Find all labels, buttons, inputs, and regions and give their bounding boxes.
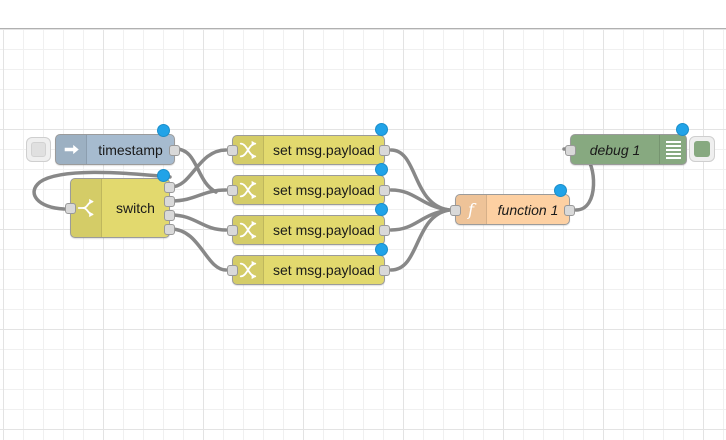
node-label-inject: timestamp	[98, 141, 163, 158]
change-shuffle-icon	[233, 136, 264, 164]
status-dot-change-3	[375, 203, 388, 216]
switch-branch-icon	[71, 179, 102, 237]
change-2-output-port[interactable]	[379, 185, 390, 196]
function-f-icon: f	[456, 195, 487, 224]
status-dot-debug-1	[676, 123, 689, 136]
wire-switch2-to-change3[interactable]	[169, 213, 228, 232]
change-1-input-port[interactable]	[227, 145, 238, 156]
status-dot-change-1	[375, 123, 388, 136]
function-1-input-port[interactable]	[450, 205, 461, 216]
switch-output-port-1[interactable]	[164, 196, 175, 207]
svg-text:f: f	[467, 200, 477, 219]
wire-switch1-to-change2[interactable]	[169, 188, 228, 203]
node-label-change-2: set msg.payload	[273, 182, 375, 198]
node-label-function-1: function 1	[497, 201, 559, 218]
inject-trigger-pad	[31, 142, 46, 157]
function-1-output-port[interactable]	[564, 205, 575, 216]
wire-switch3-to-change4[interactable]	[169, 227, 228, 272]
inject-output-port-0[interactable]	[169, 145, 180, 156]
node-change-2[interactable]: set msg.payload	[227, 175, 390, 205]
node-debug-1[interactable]: debug 1	[565, 134, 687, 165]
debug-1-input-port[interactable]	[565, 145, 576, 156]
node-label-change-4: set msg.payload	[273, 262, 375, 278]
switch-output-port-3[interactable]	[164, 224, 175, 235]
node-label-change-1: set msg.payload	[273, 142, 375, 158]
status-dot-inject	[157, 124, 170, 137]
debug-bars-icon	[659, 135, 686, 164]
change-2-input-port[interactable]	[227, 185, 238, 196]
wire-switch0-to-change1[interactable]	[169, 148, 228, 189]
node-label-debug-1: debug 1	[589, 141, 641, 158]
status-dot-change-4	[375, 243, 388, 256]
inject-trigger-button[interactable]	[26, 137, 51, 162]
wire-switch-loopback[interactable]	[32, 170, 172, 211]
switch-output-port-2[interactable]	[164, 210, 175, 221]
node-label-switch: switch	[116, 200, 155, 216]
node-function-1[interactable]: f function 1	[450, 194, 575, 225]
status-dot-switch	[157, 169, 170, 182]
debug-toggle-indicator	[694, 141, 710, 157]
change-4-input-port[interactable]	[227, 265, 238, 276]
inject-arrow-icon	[56, 135, 87, 164]
flow-canvas[interactable]	[0, 29, 726, 440]
change-shuffle-icon	[233, 216, 264, 244]
wire-change4-to-function[interactable]	[389, 208, 451, 272]
node-switch[interactable]: switch	[65, 178, 175, 238]
change-4-output-port[interactable]	[379, 265, 390, 276]
change-shuffle-icon	[233, 176, 264, 204]
node-change-1[interactable]: set msg.payload	[227, 135, 390, 165]
change-1-output-port[interactable]	[379, 145, 390, 156]
node-change-4[interactable]: set msg.payload	[227, 255, 390, 285]
status-dot-change-2	[375, 163, 388, 176]
change-shuffle-icon	[233, 256, 264, 284]
switch-input-port[interactable]	[65, 203, 76, 214]
node-label-change-3: set msg.payload	[273, 222, 375, 238]
change-3-input-port[interactable]	[227, 225, 238, 236]
debug-enable-toggle[interactable]	[689, 136, 715, 162]
wire-change2-to-function[interactable]	[389, 188, 451, 212]
node-inject-timestamp[interactable]: timestamp	[55, 134, 180, 165]
change-3-output-port[interactable]	[379, 225, 390, 236]
status-dot-function-1	[554, 184, 567, 197]
workspace-header-divider	[0, 28, 726, 29]
node-change-3[interactable]: set msg.payload	[227, 215, 390, 245]
switch-output-port-0[interactable]	[164, 182, 175, 193]
